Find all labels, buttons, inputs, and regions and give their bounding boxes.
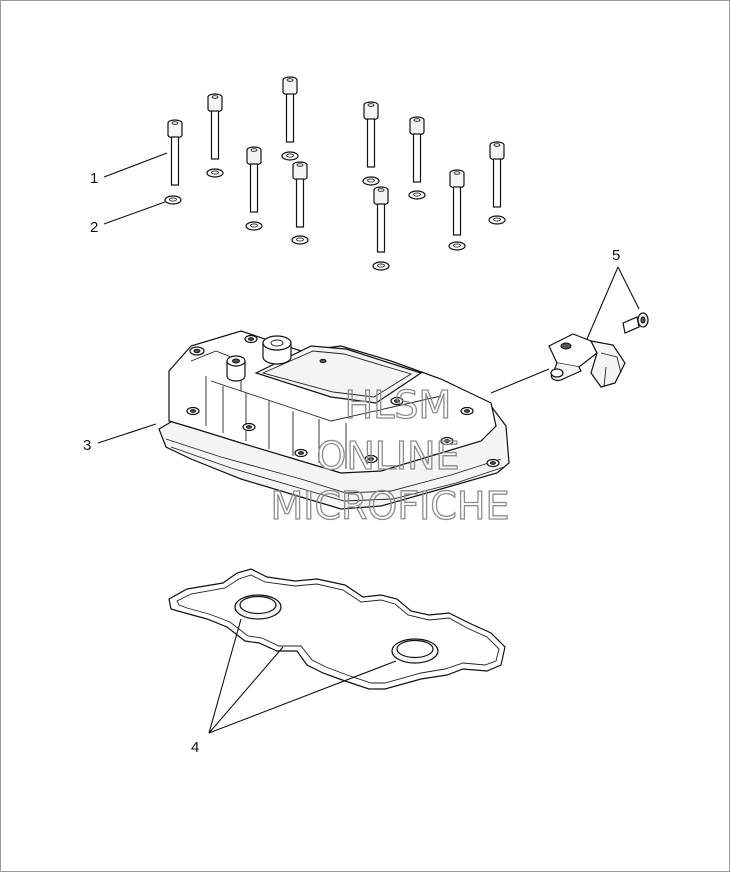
watermark-line-2: ONLINE: [316, 434, 459, 478]
callout-2: 2: [90, 219, 98, 236]
flange-holes: [186, 396, 500, 468]
washer: [362, 176, 380, 186]
washer: [245, 221, 263, 231]
bolt: [282, 76, 298, 143]
o-ring: [234, 594, 282, 620]
bolt: [363, 101, 379, 168]
leader-lines: [97, 152, 640, 734]
washer: [372, 261, 390, 271]
boss: [244, 334, 258, 344]
watermark-line-3: MICROFICHE: [270, 484, 509, 528]
bolt: [167, 119, 183, 186]
washer: [488, 215, 506, 225]
bolt: [246, 146, 262, 213]
callout-5: 5: [612, 247, 620, 264]
cam-sensor: [548, 333, 626, 388]
callout-4: 4: [191, 739, 199, 756]
washer: [206, 168, 224, 178]
bolt: [449, 169, 465, 236]
boss: [262, 335, 292, 365]
valve-cover: [158, 330, 510, 510]
bolt: [489, 141, 505, 208]
bolt: [409, 116, 425, 183]
gasket: [168, 568, 506, 690]
watermark-line-1: HLSM: [345, 383, 452, 427]
o-ring: [391, 638, 439, 664]
washer: [291, 235, 309, 245]
washer: [281, 151, 299, 161]
bolt: [207, 93, 223, 160]
washer: [164, 195, 182, 205]
sensor-bolt: [622, 312, 649, 334]
bolt: [292, 161, 308, 228]
bolt-set: [167, 76, 505, 253]
boss: [189, 346, 205, 356]
callout-3: 3: [83, 437, 91, 454]
washer-set: [164, 151, 506, 271]
boss: [226, 355, 246, 382]
callout-1: 1: [90, 170, 98, 187]
washer: [448, 241, 466, 251]
bolt: [373, 186, 389, 253]
washer: [408, 190, 426, 200]
watermark: HLSM ONLINE MICROFICHE: [270, 382, 510, 528]
